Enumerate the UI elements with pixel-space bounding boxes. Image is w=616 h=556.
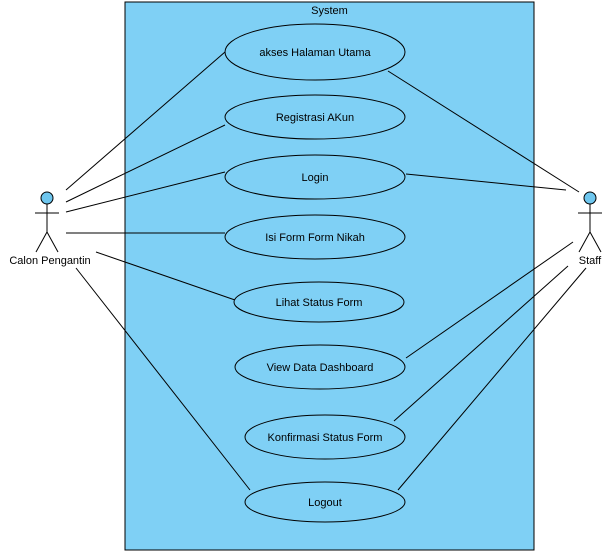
actor-name: Calon Pengantin (9, 255, 90, 267)
use-case-label: Konfirmasi Status Form (268, 432, 383, 444)
use-case-label: Registrasi AKun (276, 112, 354, 124)
association-left-uc2[interactable] (65, 124, 226, 203)
use-case-label: Lihat Status Form (276, 297, 363, 309)
association-left-uc8[interactable] (75, 267, 251, 491)
use-case-uc5[interactable]: Lihat Status Form (233, 281, 405, 323)
actor-staff[interactable]: Staff (578, 191, 602, 267)
actor-leg-left (35, 231, 48, 253)
association-right-uc1[interactable] (387, 70, 580, 193)
system-boundary[interactable] (124, 1, 535, 551)
use-case-label: akses Halaman Utama (259, 47, 371, 59)
actor-head (40, 191, 54, 205)
actor-calon-pengantin[interactable]: Calon Pengantin (9, 191, 91, 267)
use-case-uc4[interactable]: Isi Form Form Nikah (224, 214, 406, 260)
use-case-label: Logout (308, 497, 342, 509)
use-case-uc1[interactable]: akses Halaman Utama (224, 23, 406, 81)
use-case-label: Isi Form Form Nikah (265, 232, 365, 244)
use-case-uc2[interactable]: Registrasi AKun (224, 94, 406, 140)
system-label: System (311, 5, 348, 17)
actor-leg-right (46, 231, 59, 253)
use-case-uc7[interactable]: Konfirmasi Status Form (244, 414, 406, 460)
association-right-uc7[interactable] (393, 265, 569, 422)
associations (65, 51, 587, 491)
actor-leg-left (578, 231, 591, 253)
use-case-uc6[interactable]: View Data Dashboard (234, 344, 406, 390)
actor-leg-right (589, 231, 602, 253)
use-case-uc8[interactable]: Logout (244, 481, 406, 523)
use-case-label: Login (302, 172, 329, 184)
association-right-uc3[interactable] (405, 173, 567, 191)
association-right-uc6[interactable] (405, 241, 574, 359)
actor-name: Staff (579, 255, 602, 267)
use-case-uc3[interactable]: Login (224, 154, 406, 200)
association-left-uc5[interactable] (95, 251, 236, 301)
association-right-uc8[interactable] (397, 267, 587, 491)
association-left-uc1[interactable] (65, 51, 226, 191)
association-left-uc3[interactable] (65, 171, 226, 213)
actor-head (583, 191, 597, 205)
use-case-label: View Data Dashboard (267, 362, 374, 374)
